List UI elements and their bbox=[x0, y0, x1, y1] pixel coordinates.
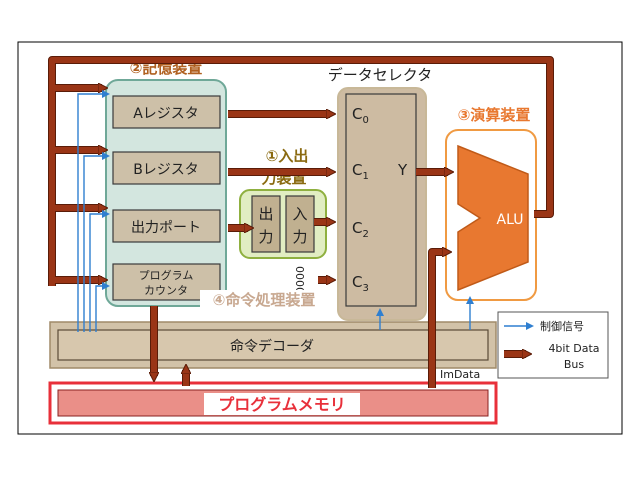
output-port-box bbox=[251, 195, 281, 253]
memory-unit-group bbox=[105, 79, 227, 307]
program-counter-label-1: プログラム bbox=[139, 268, 194, 282]
alu-unit-title: ③演算装置 bbox=[458, 106, 531, 124]
data-selector-label: データセレクタ bbox=[328, 66, 432, 84]
control-signal-lines bbox=[77, 90, 474, 332]
io-unit-title-1: ①入出 bbox=[266, 147, 309, 165]
input-port-char-2: 力 bbox=[292, 228, 307, 246]
selector-input-c0: C0 bbox=[352, 105, 369, 126]
selector-input-c3: C3 bbox=[352, 273, 369, 294]
selector-input-c1: C1 bbox=[352, 161, 369, 182]
instruction-decoder-label: 命令デコーダ bbox=[230, 338, 314, 355]
b-register-label: Bレジスタ bbox=[133, 162, 199, 178]
bus-arrow-imdata bbox=[429, 252, 446, 388]
output-port-char-2: 力 bbox=[258, 228, 273, 246]
legend-control-label: 制御信号 bbox=[540, 319, 584, 333]
output-port-char-1: 出 bbox=[258, 205, 273, 223]
alu-label: ALU bbox=[497, 212, 524, 228]
program-memory-label-bg bbox=[204, 393, 360, 415]
legend-bus-label-2: Bus bbox=[564, 358, 585, 371]
legend-box bbox=[497, 311, 609, 379]
program-memory-outer bbox=[48, 381, 498, 425]
input-port-box bbox=[285, 195, 315, 253]
b-register bbox=[112, 151, 221, 185]
output-port-label: 出力ポート bbox=[131, 220, 201, 236]
input-port-char-1: 入 bbox=[292, 205, 307, 223]
legend-bus-label-1: 4bit Data bbox=[548, 342, 599, 355]
selector-input-c2: C2 bbox=[352, 219, 369, 240]
data-selector-box bbox=[345, 93, 417, 307]
imdata-label: ImData bbox=[440, 368, 480, 381]
selector-output-y: Y bbox=[397, 161, 408, 179]
alu-shape bbox=[457, 144, 529, 292]
outer-frame bbox=[17, 41, 623, 435]
program-memory-label: プログラムメモリ bbox=[218, 395, 346, 414]
a-register-label: Aレジスタ bbox=[133, 106, 199, 122]
control-unit-title-bg bbox=[200, 290, 332, 308]
instruction-decoder-box bbox=[57, 329, 489, 361]
control-unit-title: ④命令処理装置 bbox=[213, 291, 316, 309]
program-counter-label-2: カウンタ bbox=[144, 284, 188, 297]
output-port-register bbox=[112, 209, 221, 243]
immediate-value-text: 0000 bbox=[293, 266, 306, 294]
a-register bbox=[112, 95, 221, 129]
data-bus-lines bbox=[49, 57, 553, 388]
